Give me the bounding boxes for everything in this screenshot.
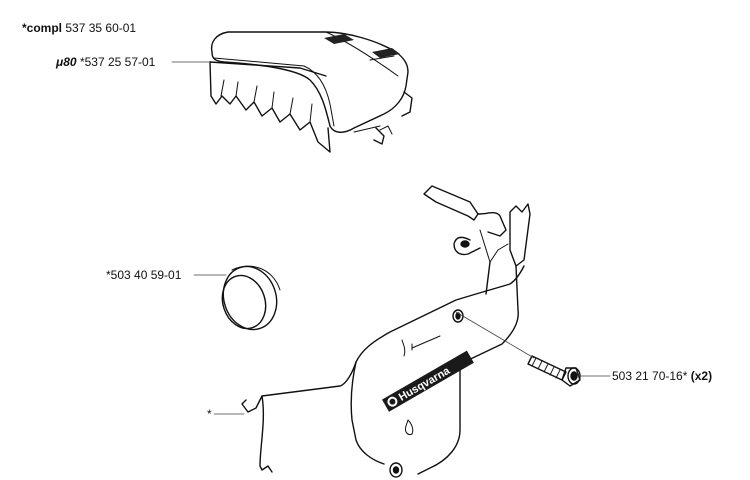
brand-logo-text: Husqvarna — [397, 364, 453, 403]
air-filter-assembly — [209, 31, 413, 153]
side-cover: Husqvarna — [241, 185, 531, 478]
label-filter-part: μ80 *537 25 57-01 — [56, 55, 155, 69]
label-screw-number: 503 21 70-16* — [612, 369, 688, 383]
rubber-plug — [221, 265, 281, 331]
label-complete-assembly: *compl 537 35 60-01 — [22, 21, 136, 35]
label-mu-prefix: μ80 — [56, 55, 77, 69]
filter-cover — [210, 31, 409, 133]
label-screw-part: 503 21 70-16* (x2) — [612, 369, 712, 383]
label-cover-star: * — [207, 407, 212, 421]
label-plug-part: *503 40 59-01 — [106, 268, 182, 282]
label-compl-number: 537 35 60-01 — [65, 21, 137, 35]
label-compl-prefix: *compl — [22, 21, 63, 35]
label-mu-number: *537 25 57-01 — [79, 55, 156, 69]
label-screw-qty: (x2) — [690, 369, 713, 383]
screw — [527, 355, 581, 387]
filter-foam — [209, 61, 331, 153]
leader-lines — [171, 61, 611, 415]
